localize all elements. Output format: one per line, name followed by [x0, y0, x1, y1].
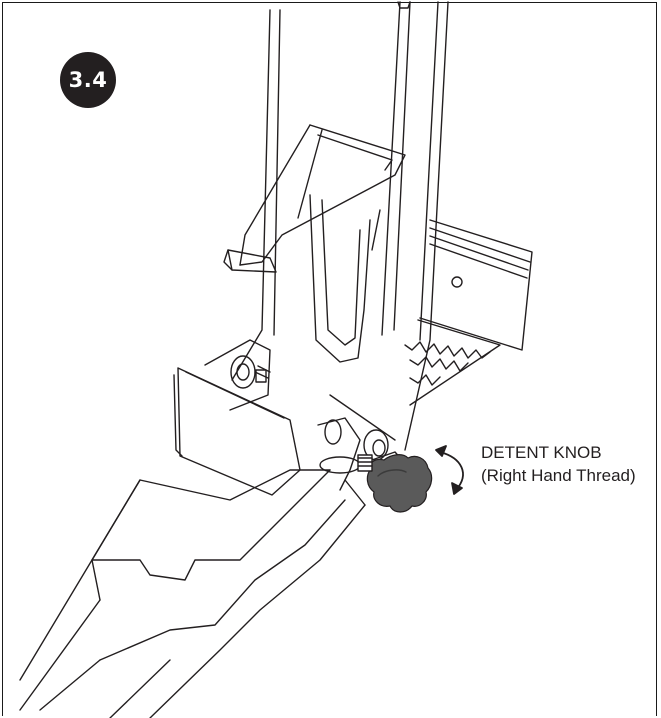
rear-cleat	[404, 219, 533, 406]
callout-subtitle: (Right Hand Thread)	[481, 466, 636, 485]
curved-double-arrow-icon	[435, 445, 464, 495]
detent-knob-callout: DETENT KNOB (Right Hand Thread)	[481, 441, 636, 487]
foot-plate	[173, 367, 361, 496]
step-number-badge: 3.4	[60, 52, 116, 108]
pivot-hinge	[204, 339, 396, 491]
upright-post	[231, 1, 449, 451]
detent-knob	[357, 451, 433, 513]
angled-brace	[223, 124, 406, 363]
base-rails	[19, 469, 366, 718]
step-number: 3.4	[68, 68, 108, 92]
callout-title: DETENT KNOB	[481, 443, 602, 462]
